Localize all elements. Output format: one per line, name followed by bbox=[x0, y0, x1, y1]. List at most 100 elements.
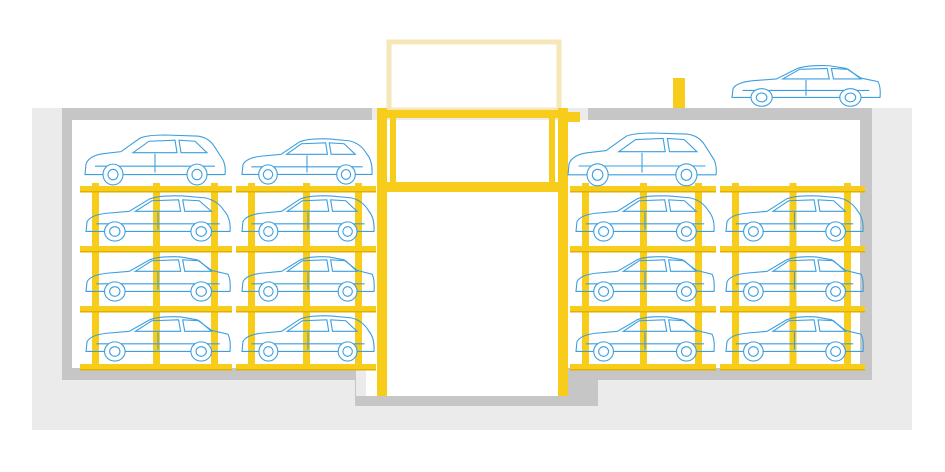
car-wheel bbox=[337, 165, 356, 184]
rack-column bbox=[640, 183, 647, 368]
car bbox=[726, 257, 863, 301]
rack-shelf-beam bbox=[570, 306, 716, 311]
lift-shaft-column bbox=[558, 108, 568, 396]
pit-wall bbox=[62, 108, 872, 406]
car bbox=[242, 196, 374, 241]
rack-column bbox=[355, 183, 362, 368]
car-wheel bbox=[259, 342, 278, 361]
car-hub bbox=[681, 227, 691, 237]
lift-shaft-column bbox=[377, 108, 387, 396]
car-hub bbox=[749, 287, 759, 297]
car bbox=[568, 133, 716, 186]
rack-column bbox=[844, 183, 851, 368]
bollard bbox=[673, 78, 685, 108]
lift-platform-post bbox=[549, 118, 555, 188]
car-wheel bbox=[594, 282, 614, 301]
car bbox=[86, 196, 230, 241]
rack-shelf-beam bbox=[80, 364, 232, 369]
car-window bbox=[623, 320, 696, 332]
car-hub bbox=[192, 169, 202, 179]
car bbox=[732, 66, 880, 107]
car-hub bbox=[110, 227, 120, 237]
car-hub bbox=[110, 347, 120, 357]
car-hub bbox=[681, 347, 691, 357]
car-hub bbox=[263, 170, 272, 180]
lift-frame-raised-top bbox=[387, 40, 561, 44]
car bbox=[242, 316, 374, 361]
car-body bbox=[242, 316, 374, 352]
rack-shelf-beam bbox=[720, 186, 865, 191]
car-wheel bbox=[191, 282, 212, 301]
lift-guide bbox=[568, 112, 580, 122]
car-body bbox=[726, 196, 863, 232]
car-hub bbox=[831, 227, 841, 237]
car-hub bbox=[749, 347, 759, 357]
lift-platform-deck bbox=[387, 182, 558, 192]
car-wheel bbox=[594, 222, 614, 241]
car-hub bbox=[264, 287, 273, 297]
car-wheel bbox=[594, 342, 614, 361]
rack-shelf-edge bbox=[570, 311, 716, 313]
rack-shelf-beam bbox=[80, 246, 232, 251]
car-wheel bbox=[826, 282, 846, 301]
rack-column bbox=[789, 183, 797, 368]
rack-shelf-beam bbox=[570, 364, 716, 369]
rack-shelf-beam bbox=[236, 306, 376, 311]
car-window bbox=[783, 68, 861, 79]
car-wheel bbox=[744, 342, 764, 361]
rack-shelf-beam bbox=[80, 306, 232, 311]
car-hub bbox=[264, 347, 273, 357]
car-wheel bbox=[677, 342, 697, 361]
car-window bbox=[619, 139, 697, 152]
car-body bbox=[86, 196, 230, 232]
car-wheel bbox=[677, 282, 697, 301]
car-wheel bbox=[191, 222, 212, 241]
car-wheel bbox=[338, 342, 357, 361]
car-wheel bbox=[744, 282, 764, 301]
car-hub bbox=[108, 169, 118, 179]
rack-shelf-beam bbox=[720, 364, 865, 369]
car-hub bbox=[196, 227, 206, 237]
car bbox=[242, 139, 372, 184]
car-hub bbox=[343, 227, 352, 237]
car-body bbox=[726, 257, 863, 292]
lift-frame-raised bbox=[386, 39, 562, 113]
car bbox=[726, 196, 863, 241]
car-body bbox=[242, 196, 374, 232]
car-body bbox=[576, 257, 714, 292]
rack-column bbox=[211, 183, 218, 368]
car-body bbox=[242, 139, 372, 175]
car-hub bbox=[599, 287, 609, 297]
car-hub bbox=[681, 169, 692, 180]
car-wheel bbox=[105, 282, 126, 301]
rack-shelf-edge bbox=[236, 369, 376, 371]
car-wheel bbox=[105, 342, 126, 361]
car-window bbox=[287, 260, 357, 272]
car-body bbox=[242, 257, 374, 292]
car-wheel bbox=[105, 222, 126, 241]
car-wheel bbox=[840, 89, 861, 107]
pit-floor-sump bbox=[462, 396, 482, 400]
lift-pit-interior bbox=[366, 360, 565, 396]
car-window bbox=[133, 140, 207, 152]
rack-shelf-beam bbox=[236, 364, 376, 369]
car-hub bbox=[341, 170, 350, 180]
car bbox=[576, 257, 714, 301]
rack-shelf-edge bbox=[720, 311, 865, 313]
car-wheel bbox=[744, 222, 764, 241]
rack-shelf-beam bbox=[720, 306, 865, 311]
car-wheel bbox=[587, 164, 608, 186]
rack-shelf-edge bbox=[236, 311, 376, 313]
rack-shelf-edge bbox=[236, 251, 376, 253]
rack-shelf-edge bbox=[720, 191, 865, 193]
rack-column bbox=[303, 183, 310, 368]
rack-shelf-edge bbox=[570, 369, 716, 371]
car-wheel bbox=[826, 222, 846, 241]
car-wheel bbox=[187, 164, 207, 185]
car-wheel bbox=[338, 222, 357, 241]
rack-shelf-edge bbox=[570, 251, 716, 253]
street-platform bbox=[735, 108, 865, 117]
car-hub bbox=[599, 347, 609, 357]
rack-column bbox=[153, 183, 160, 368]
car-hub bbox=[343, 347, 352, 357]
